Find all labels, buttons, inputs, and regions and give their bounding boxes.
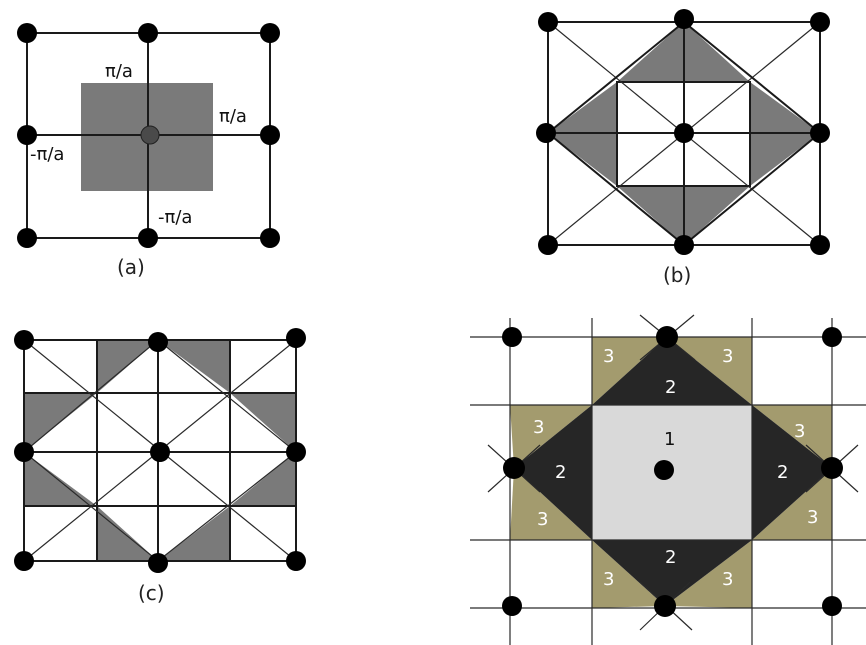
label-right: π/a: [219, 106, 247, 127]
zone-2-label: 2: [665, 547, 676, 568]
zone-2-label: 2: [665, 377, 676, 398]
zone-3-label: 3: [603, 569, 614, 590]
second-zone-triangle: [592, 337, 752, 405]
second-zone-triangle: [592, 540, 752, 606]
gamma-point: [140, 125, 160, 145]
third-zone-region: [510, 405, 592, 468]
third-zone-triangle: [97, 506, 158, 561]
lattice-point: [674, 123, 694, 143]
label-bottom: -π/a: [158, 207, 192, 228]
lattice-point: [150, 442, 170, 462]
lattice-point: [538, 12, 558, 32]
third-zone-triangle: [158, 340, 230, 393]
zone-3-label: 3: [794, 421, 805, 442]
label-top: π/a: [105, 61, 133, 82]
second-zone-triangle: [752, 405, 832, 540]
second-zone-triangle: [514, 405, 592, 540]
zone-3-label: 3: [722, 346, 733, 367]
lattice-point: [502, 327, 522, 347]
lattice-point: [14, 551, 34, 571]
zone-2-label: 2: [777, 462, 788, 483]
zone-2-label: 2: [555, 462, 566, 483]
label-left: -π/a: [30, 144, 64, 165]
third-zone-region: [665, 540, 752, 608]
zone-3-label: 3: [603, 346, 614, 367]
lattice-point: [260, 23, 280, 43]
lattice-point: [286, 442, 306, 462]
lattice-point: [821, 457, 843, 479]
zone-3-label: 3: [533, 417, 544, 438]
lattice-point: [148, 553, 168, 573]
caption-a: (a): [117, 255, 145, 279]
panel-b: (b): [536, 9, 830, 287]
lattice-point: [674, 235, 694, 255]
lattice-point: [14, 330, 34, 350]
lattice-point: [17, 228, 37, 248]
third-zone-region: [592, 540, 665, 608]
lattice-point: [286, 328, 306, 348]
panel-c: (c): [14, 328, 306, 605]
third-zone-triangle: [230, 393, 296, 452]
lattice-point: [674, 9, 694, 29]
third-zone-region: [510, 468, 592, 540]
panel-d: 1 2 2 2 2 3 3 3 3 3 3 3 3: [470, 314, 866, 645]
gamma-point: [654, 460, 674, 480]
lattice-point: [17, 125, 37, 145]
lattice-point: [810, 235, 830, 255]
zone-3-label: 3: [807, 507, 818, 528]
lattice-point: [822, 596, 842, 616]
lattice-point: [810, 12, 830, 32]
lattice-point: [503, 457, 525, 479]
lattice-point: [502, 596, 522, 616]
lattice-point: [822, 327, 842, 347]
zone-1-label: 1: [664, 429, 675, 450]
lattice-point: [810, 123, 830, 143]
lattice-point: [260, 228, 280, 248]
zone-3-label: 3: [722, 569, 733, 590]
lattice-point: [14, 442, 34, 462]
panel-a: π/a π/a -π/a -π/a (a): [17, 23, 280, 279]
zone-3-label: 3: [537, 509, 548, 530]
caption-c: (c): [138, 581, 165, 605]
lattice-point: [260, 125, 280, 145]
caption-b: (b): [663, 263, 691, 287]
lattice-point: [148, 332, 168, 352]
lattice-point: [17, 23, 37, 43]
third-zone-triangle: [24, 452, 97, 506]
lattice-point: [654, 595, 676, 617]
lattice-point: [286, 551, 306, 571]
lattice-point: [538, 235, 558, 255]
lattice-point: [138, 228, 158, 248]
lattice-point: [138, 23, 158, 43]
lattice-point: [536, 123, 556, 143]
lattice-point: [656, 326, 678, 348]
